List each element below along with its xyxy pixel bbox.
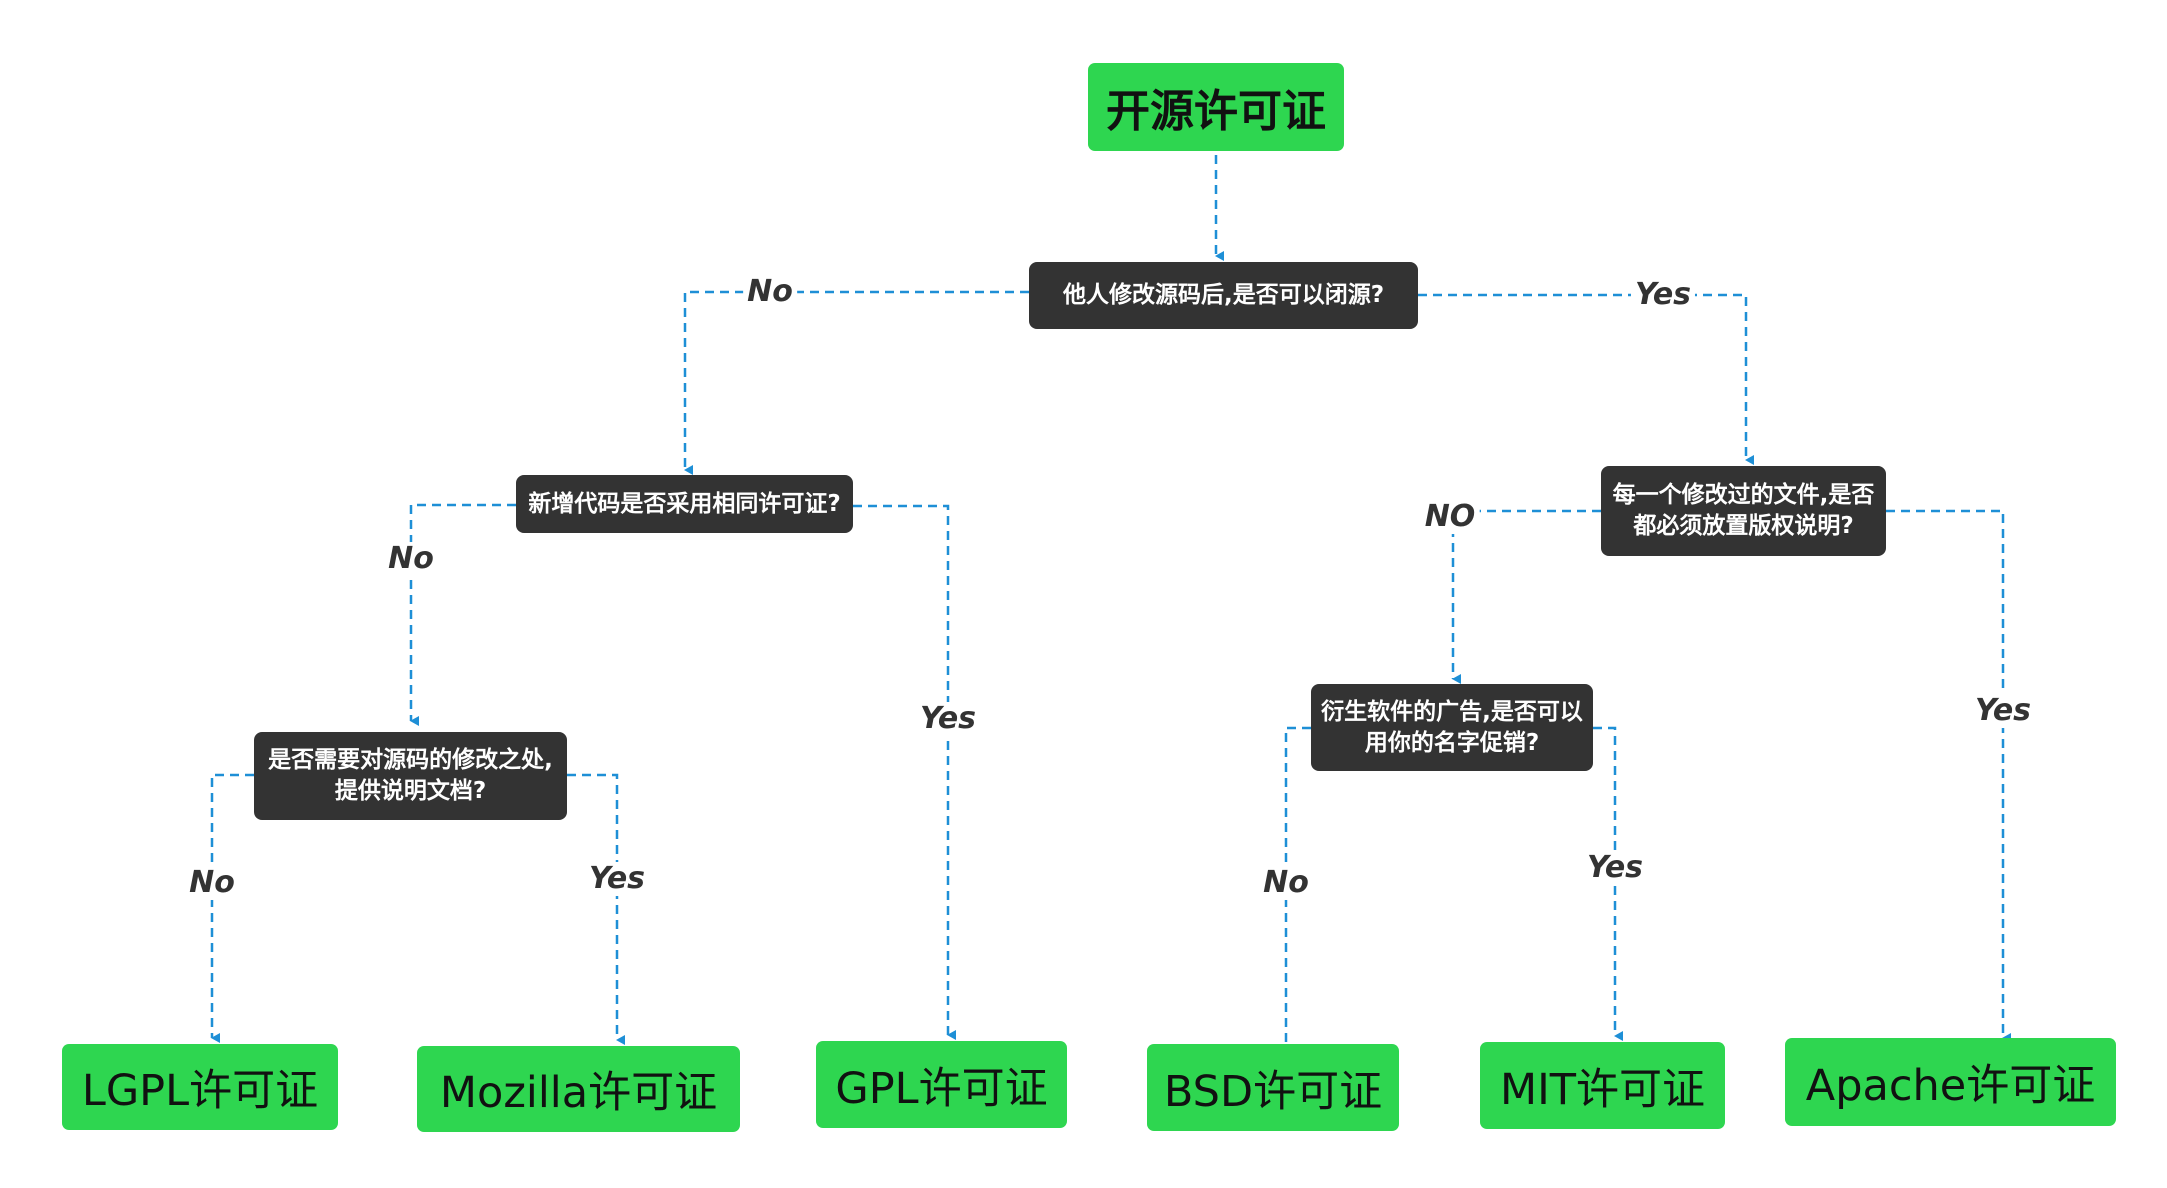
question-copyright-notice: 每一个修改过的文件,是否 都必须放置版权说明? bbox=[1601, 466, 1886, 556]
edge-label-q3-no: NO bbox=[1420, 500, 1480, 534]
edge-q2-yes bbox=[853, 504, 956, 1040]
edge-label-q3-yes: Yes bbox=[1970, 694, 2036, 728]
question-change-docs: 是否需要对源码的修改之处, 提供说明文档? bbox=[254, 732, 567, 820]
edge-label-q5-no: No bbox=[1259, 866, 1313, 900]
edge-q4-yes bbox=[567, 773, 625, 1045]
edge-label-q5-yes: Yes bbox=[1582, 851, 1648, 885]
edge-q4-no bbox=[210, 773, 254, 1043]
edge-q5-no bbox=[1284, 726, 1311, 1072]
edge-q3-yes bbox=[1886, 509, 2011, 1043]
edge-label-q2-no: No bbox=[384, 542, 438, 576]
license-gpl: GPL许可证 bbox=[816, 1041, 1067, 1128]
license-mit: MIT许可证 bbox=[1480, 1042, 1725, 1129]
edge-q2-no bbox=[409, 503, 516, 726]
root-node-open-source-license: 开源许可证 bbox=[1088, 63, 1344, 151]
question-close-source: 他人修改源码后,是否可以闭源? bbox=[1029, 262, 1418, 329]
question-name-promotion: 衍生软件的广告,是否可以 用你的名字促销? bbox=[1311, 684, 1593, 771]
license-bsd: BSD许可证 bbox=[1147, 1044, 1399, 1131]
edge-label-q4-yes: Yes bbox=[584, 862, 650, 896]
edge-q5-yes bbox=[1593, 726, 1623, 1041]
edge-label-q1-yes: Yes bbox=[1630, 278, 1696, 312]
license-mozilla: Mozilla许可证 bbox=[417, 1046, 740, 1132]
edge-label-q2-yes: Yes bbox=[915, 702, 981, 736]
edge-q1-no bbox=[683, 290, 1029, 475]
license-apache: Apache许可证 bbox=[1785, 1038, 2116, 1126]
edge-q1-yes bbox=[1418, 293, 1754, 465]
edge-label-q4-no: No bbox=[185, 866, 239, 900]
edge-q3-no bbox=[1451, 509, 1601, 684]
edge-label-q1-no: No bbox=[743, 275, 797, 309]
license-lgpl: LGPL许可证 bbox=[62, 1044, 338, 1130]
question-same-license: 新增代码是否采用相同许可证? bbox=[516, 475, 853, 533]
